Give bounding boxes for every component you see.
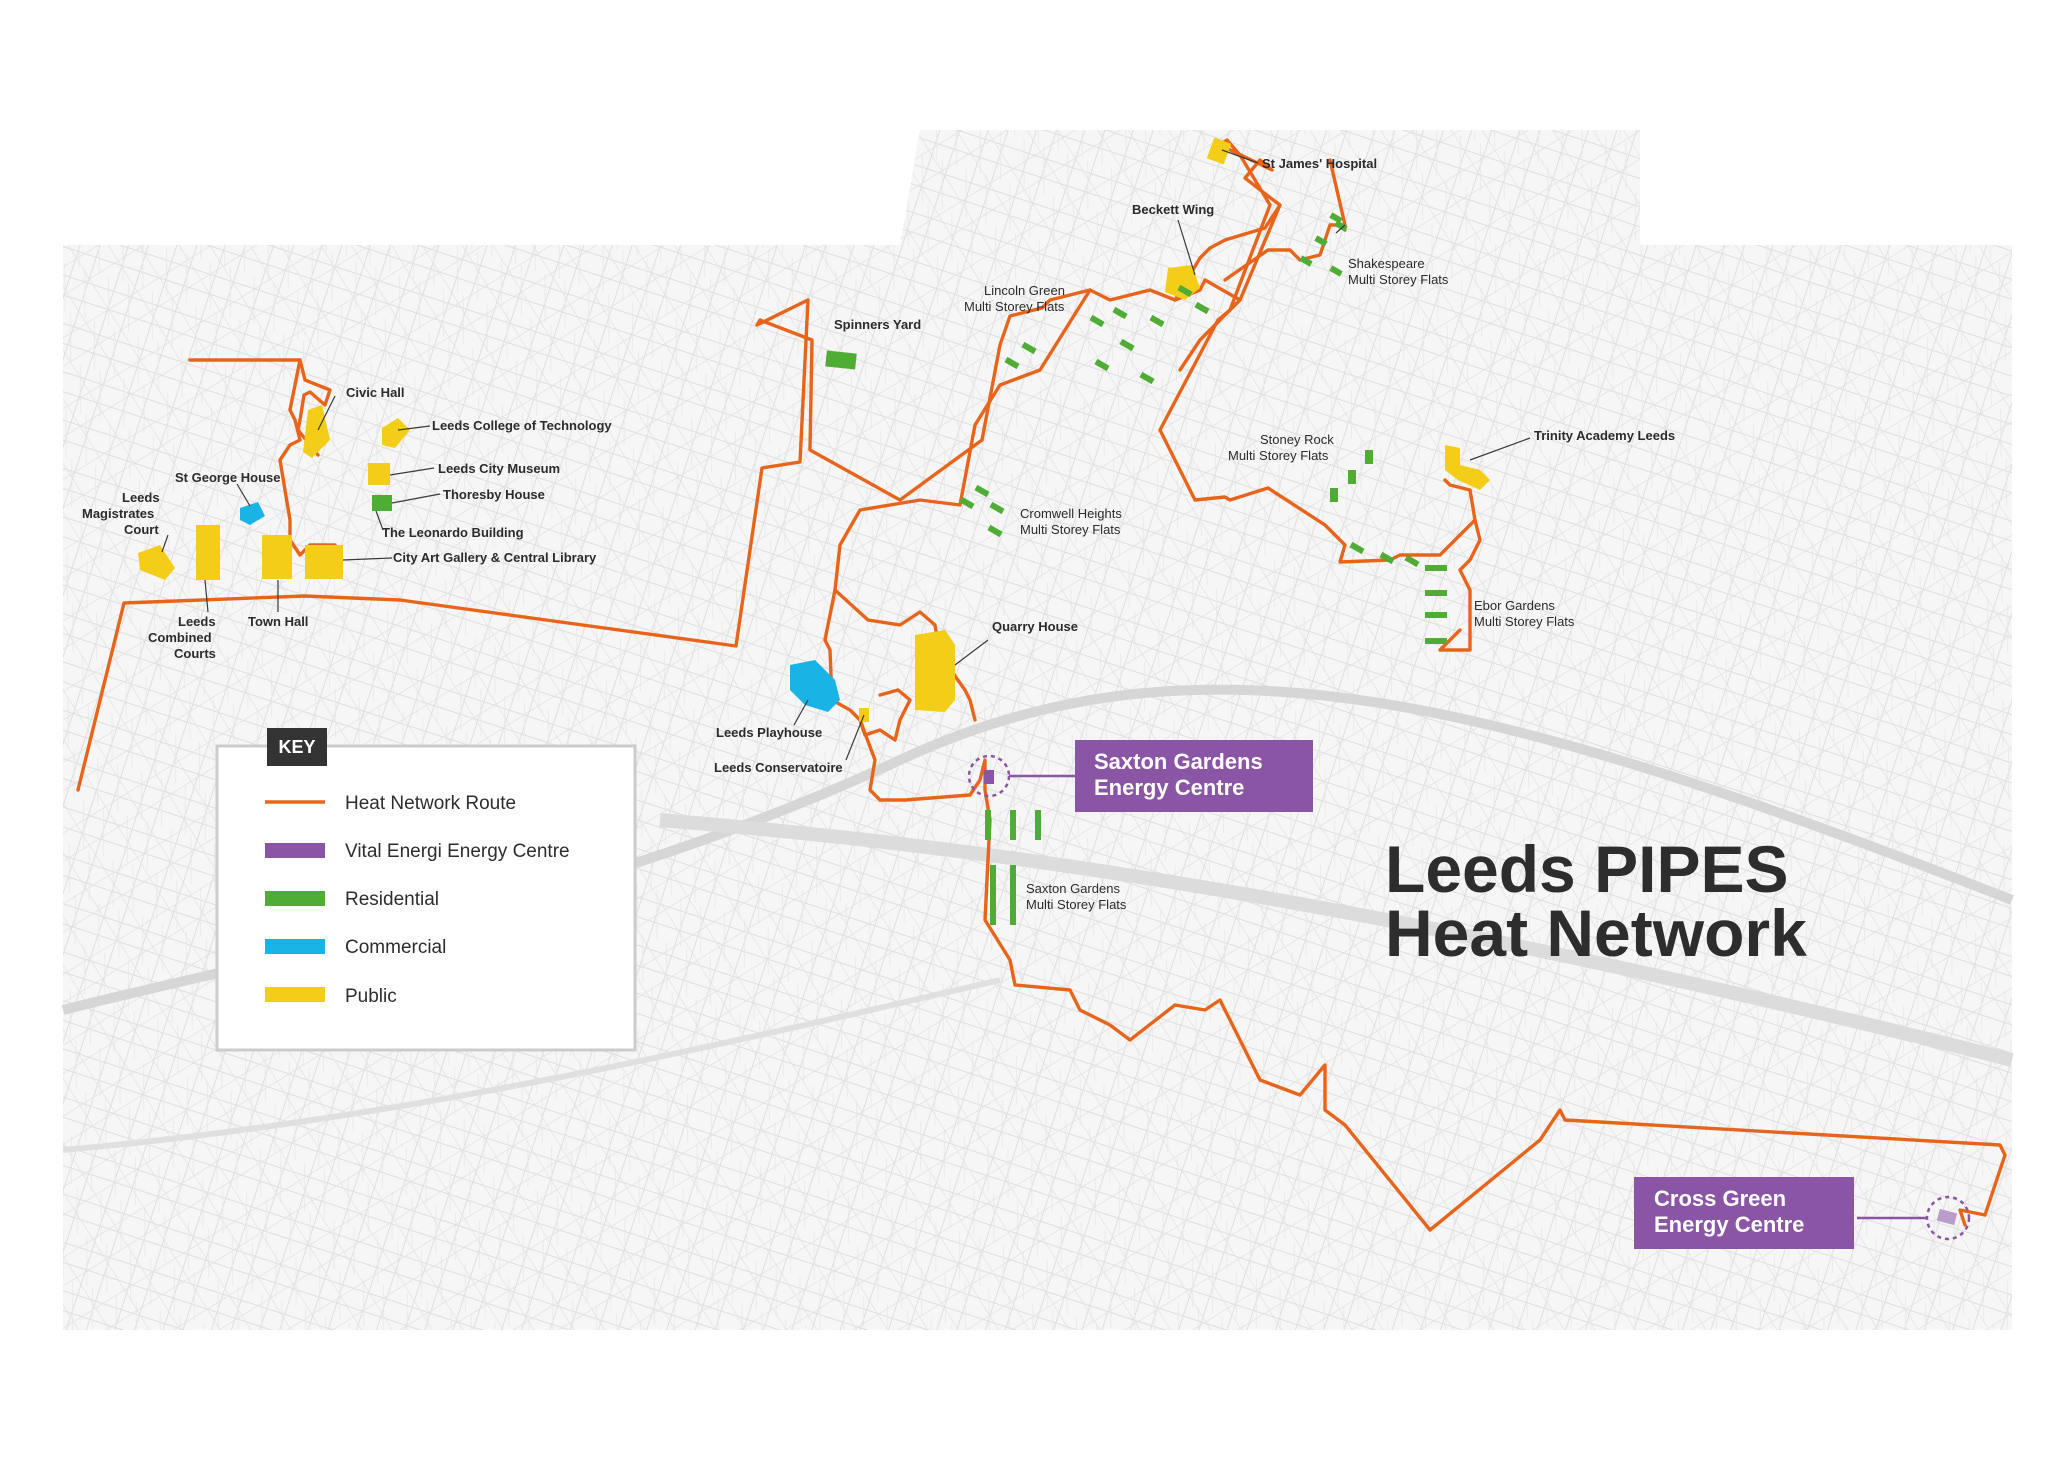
label-quarry-house: Quarry House bbox=[992, 619, 1078, 634]
label-cromwell-1: Cromwell Heights bbox=[1020, 506, 1122, 521]
label-saxton-flats-2: Multi Storey Flats bbox=[1026, 897, 1127, 912]
label-shakespeare-2: Multi Storey Flats bbox=[1348, 272, 1449, 287]
label-college-tech: Leeds College of Technology bbox=[432, 418, 612, 433]
label-st-george: St George House bbox=[175, 470, 280, 485]
label-ebor-2: Multi Storey Flats bbox=[1474, 614, 1575, 629]
label-st-james: St James' Hospital bbox=[1262, 156, 1377, 171]
saxton-gardens-energy-centre: Saxton Gardens Energy Centre bbox=[1075, 740, 1313, 812]
cross-green-marker bbox=[1857, 1195, 1971, 1241]
label-cromwell-2: Multi Storey Flats bbox=[1020, 522, 1121, 537]
label-conservatoire: Leeds Conservatoire bbox=[714, 760, 843, 775]
label-playhouse: Leeds Playhouse bbox=[716, 725, 822, 740]
label-combined-2: Combined bbox=[148, 630, 212, 645]
label-lincoln-2: Multi Storey Flats bbox=[964, 299, 1065, 314]
label-shakespeare-1: Shakespeare bbox=[1348, 256, 1425, 271]
label-leonardo: The Leonardo Building bbox=[382, 525, 524, 540]
cross-green-energy-centre: Cross Green Energy Centre bbox=[1634, 1177, 1854, 1249]
map-title: Leeds PIPES Heat Network bbox=[1385, 832, 1807, 970]
key-swatch-residential bbox=[265, 891, 325, 906]
commercial-buildings bbox=[240, 502, 840, 712]
key-heading: KEY bbox=[278, 737, 315, 757]
label-stoney-1: Stoney Rock bbox=[1260, 432, 1334, 447]
saxton-gardens-marker bbox=[967, 754, 1075, 798]
public-buildings bbox=[138, 137, 1490, 722]
label-combined-3: Courts bbox=[174, 646, 216, 661]
label-spinners-yard: Spinners Yard bbox=[834, 317, 921, 332]
key-swatch-energy-centre bbox=[265, 843, 325, 858]
key-label-commercial: Commercial bbox=[345, 937, 446, 958]
label-ebor-1: Ebor Gardens bbox=[1474, 598, 1555, 613]
label-lincoln-1: Lincoln Green bbox=[984, 283, 1065, 298]
key-label-public: Public bbox=[345, 986, 397, 1007]
label-stoney-2: Multi Storey Flats bbox=[1228, 448, 1329, 463]
label-art-gallery: City Art Gallery & Central Library bbox=[393, 550, 597, 565]
cross-green-ec-line2: Energy Centre bbox=[1654, 1212, 1804, 1237]
residential-buildings bbox=[372, 212, 1447, 925]
key-heading-badge bbox=[267, 728, 327, 766]
label-combined-1: Leeds bbox=[178, 614, 216, 629]
label-magistrates-1: Leeds bbox=[122, 490, 160, 505]
label-beckett-wing: Beckett Wing bbox=[1132, 202, 1214, 217]
title-line2: Heat Network bbox=[1385, 896, 1807, 970]
label-magistrates-3: Court bbox=[124, 522, 159, 537]
label-magistrates-2: Magistrates bbox=[82, 506, 154, 521]
cross-green-ec-line1: Cross Green bbox=[1654, 1186, 1786, 1211]
label-civic-hall: Civic Hall bbox=[346, 385, 405, 400]
map-key: KEY Heat Network Route Vital Energi Ener… bbox=[215, 728, 637, 1052]
place-labels: St James' Hospital Beckett Wing Shakespe… bbox=[82, 156, 1675, 912]
label-thoresby: Thoresby House bbox=[443, 487, 545, 502]
key-label-route: Heat Network Route bbox=[345, 793, 516, 814]
key-swatch-public bbox=[265, 987, 325, 1002]
label-saxton-flats-1: Saxton Gardens bbox=[1026, 881, 1120, 896]
key-label-residential: Residential bbox=[345, 889, 439, 910]
saxton-ec-line1: Saxton Gardens bbox=[1094, 749, 1263, 774]
key-swatch-commercial bbox=[265, 939, 325, 954]
saxton-ec-line2: Energy Centre bbox=[1094, 775, 1244, 800]
title-line1: Leeds PIPES bbox=[1385, 832, 1789, 906]
key-label-energy-centre: Vital Energi Energy Centre bbox=[345, 841, 570, 862]
label-city-museum: Leeds City Museum bbox=[438, 461, 560, 476]
label-trinity: Trinity Academy Leeds bbox=[1534, 428, 1675, 443]
label-pointers bbox=[161, 149, 1531, 761]
label-town-hall: Town Hall bbox=[248, 614, 308, 629]
